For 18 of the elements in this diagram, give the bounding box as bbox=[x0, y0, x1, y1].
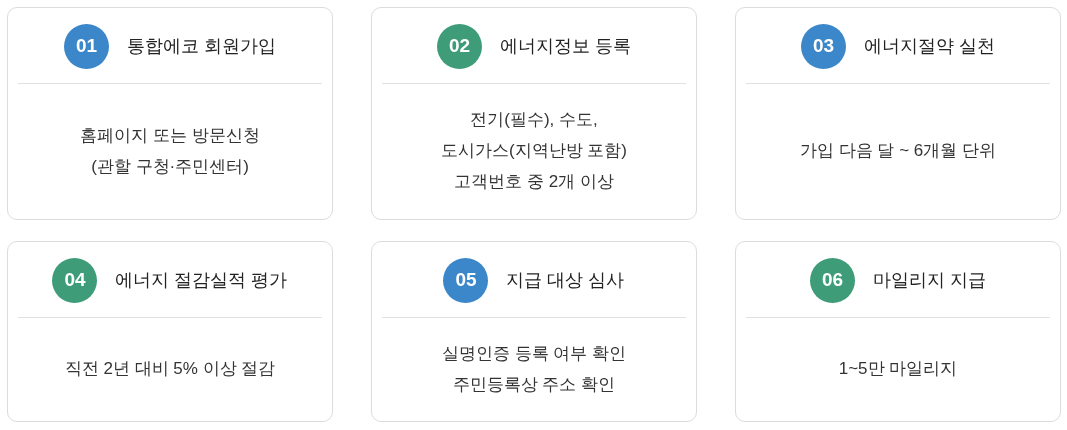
step-title: 마일리지 지급 bbox=[873, 268, 986, 292]
step-card bbox=[371, 241, 697, 422]
step-card bbox=[371, 7, 697, 220]
step-description: 실명인증 등록 여부 확인 주민등록상 주소 확인 bbox=[440, 342, 628, 396]
step-description: 직전 2년 대비 5% 이상 절감 bbox=[64, 358, 276, 380]
step-title: 지급 대상 심사 bbox=[506, 268, 625, 292]
step-description: 1~5만 마일리지 bbox=[838, 358, 958, 380]
step-description: 홈페이지 또는 방문신청 (관할 구청·주민센터) bbox=[79, 124, 261, 178]
step-title: 통합에코 회원가입 bbox=[127, 34, 276, 58]
step-title: 에너지정보 등록 bbox=[500, 34, 631, 58]
step-card bbox=[7, 7, 333, 220]
step-title: 에너지 절감실적 평가 bbox=[115, 268, 288, 292]
step-title: 에너지절약 실천 bbox=[864, 34, 995, 58]
step-description: 전기(필수), 수도, 도시가스(지역난방 포함) 고객번호 중 2개 이상 bbox=[439, 109, 628, 193]
step-card bbox=[7, 241, 333, 422]
step-card bbox=[735, 241, 1061, 422]
step-description: 가입 다음 달 ~ 6개월 단위 bbox=[800, 140, 996, 162]
step-card bbox=[735, 7, 1061, 220]
